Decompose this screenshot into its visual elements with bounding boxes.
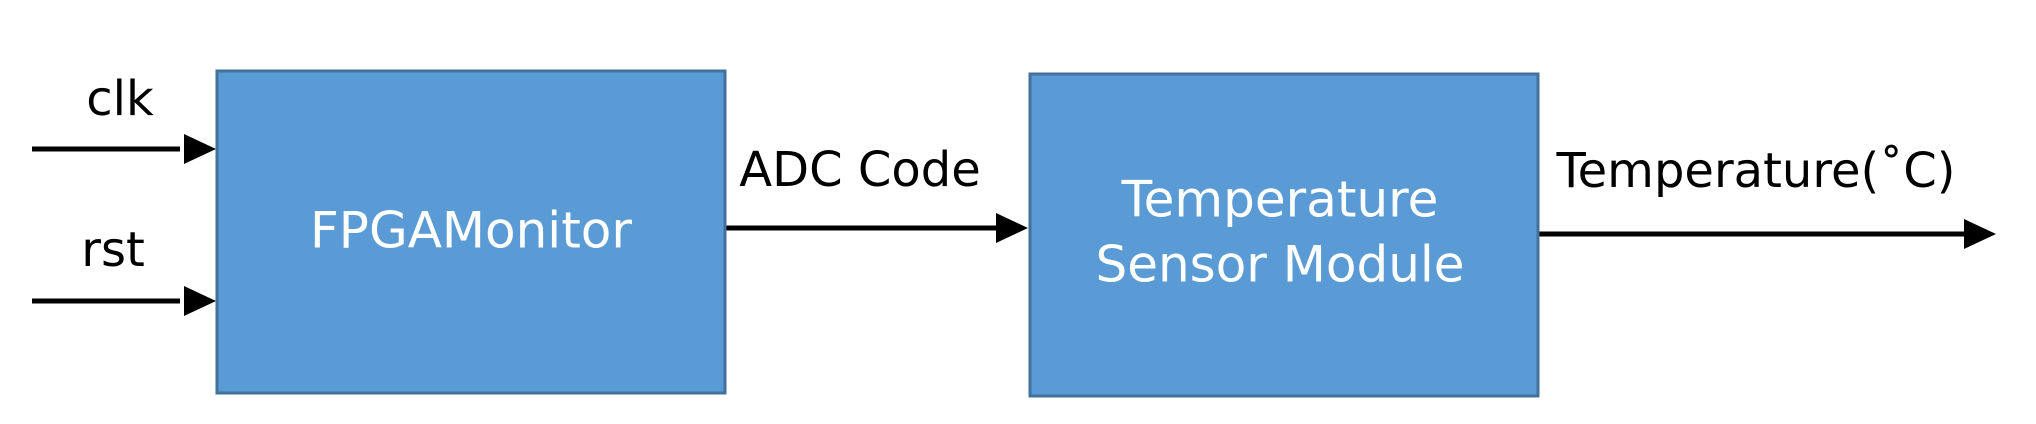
rst-arrowhead xyxy=(184,286,216,316)
clk-label: clk xyxy=(86,71,154,127)
temperature-sensor-module-block xyxy=(1028,72,1540,398)
temperature-label: Temperature(˚C) xyxy=(1555,143,1955,199)
clk-arrowhead xyxy=(184,134,216,164)
fpga-monitor-label: FPGAMonitor xyxy=(310,202,632,260)
temperature-arrowhead xyxy=(1964,219,1996,249)
rst-label: rst xyxy=(81,222,145,278)
temperature-sensor-label-line1: Temperature xyxy=(1121,171,1439,229)
temperature-sensor-label-line2: Sensor Module xyxy=(1095,236,1464,294)
arrows xyxy=(32,134,1996,316)
fpga-monitor-block xyxy=(215,69,727,395)
adc-code-arrowhead xyxy=(996,213,1028,243)
adc-code-label: ADC Code xyxy=(739,142,980,198)
